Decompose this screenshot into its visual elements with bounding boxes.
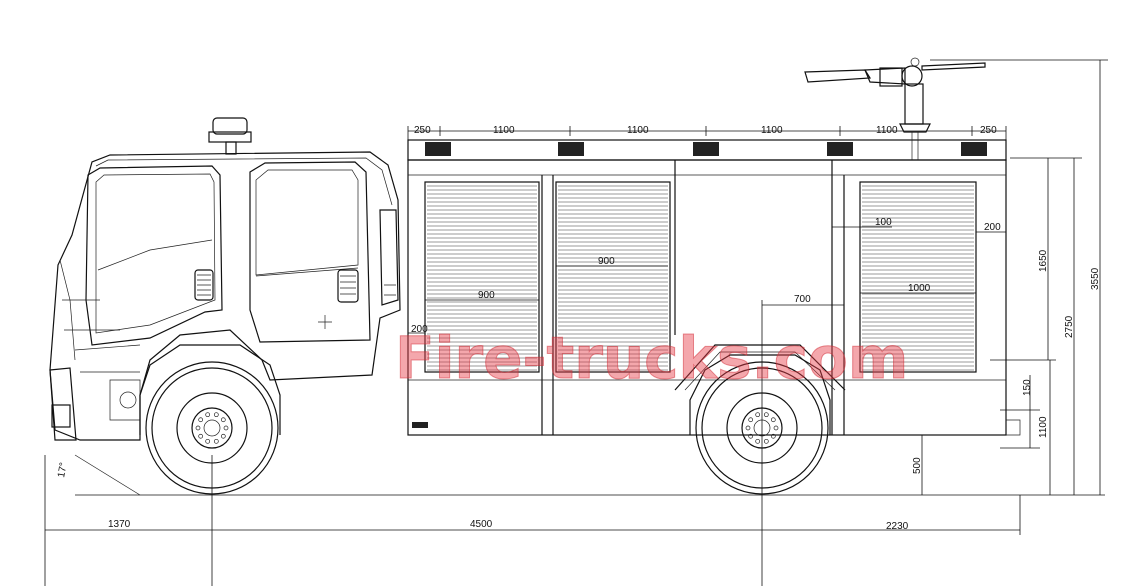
lug-nut	[748, 417, 754, 423]
marker-light	[558, 142, 584, 156]
lug-nut	[213, 412, 219, 418]
lug-nut	[763, 412, 769, 418]
dim-front-overhang: 1370	[108, 519, 131, 530]
lug-nut	[770, 433, 776, 439]
dim-shutter-1000: 1000	[908, 283, 931, 294]
dim-top-1100-a: 1100	[493, 125, 515, 136]
water-monitor	[804, 57, 986, 160]
marker-light	[425, 142, 451, 156]
marker-light	[961, 142, 987, 156]
lug-nut	[748, 433, 754, 439]
lug-nut	[220, 417, 226, 423]
dimension-lines	[44, 59, 1108, 586]
dim-top-250-right: 250	[980, 125, 997, 136]
dim-top-250-left: 250	[414, 125, 431, 136]
dim-step-1100: 1100	[1038, 416, 1049, 438]
marker-light	[693, 142, 719, 156]
dim-door-height: 1650	[1038, 249, 1049, 272]
roller-shutter-3	[859, 181, 977, 373]
dim-edge-200-left: 200	[411, 324, 428, 335]
watermark-text: Fire-trucks.com	[395, 324, 908, 392]
lug-nut	[773, 425, 779, 431]
dimension-labels: 250 1100 1100 1100 1100 250 1370 4500 22…	[56, 125, 1101, 532]
dim-offset-100: 100	[875, 217, 892, 228]
lug-nut	[745, 425, 751, 431]
dim-shutter-900-a: 900	[478, 290, 495, 301]
marker-light	[827, 142, 853, 156]
roller-shutter-2	[555, 181, 671, 373]
dim-shutter-900-b: 900	[598, 256, 615, 267]
dim-top-1100-b: 1100	[627, 125, 649, 136]
lug-nut	[755, 412, 761, 418]
front-door	[85, 165, 223, 346]
rear-door	[249, 161, 371, 343]
dim-body-height: 2750	[1064, 315, 1075, 338]
dim-rear-overhang: 2230	[886, 521, 909, 532]
lug-nut	[195, 425, 201, 431]
cab	[49, 117, 401, 441]
lug-nut	[223, 425, 229, 431]
lug-nut	[205, 412, 211, 418]
dim-approach-angle: 17°	[56, 462, 69, 479]
equipment-body	[139, 139, 1021, 436]
dim-overall-height: 3550	[1090, 267, 1101, 290]
dim-pump-700: 700	[794, 294, 811, 305]
lug-nut	[205, 438, 211, 444]
lug-nut	[198, 417, 204, 423]
dim-ground-500: 500	[912, 457, 923, 474]
lug-nut	[213, 438, 219, 444]
lug-nut	[198, 433, 204, 439]
dim-edge-200-right: 200	[984, 222, 1001, 233]
roller-shutter-1	[424, 181, 540, 373]
lug-nut	[755, 438, 761, 444]
dim-top-1100-c: 1100	[761, 125, 783, 136]
dim-step-150: 150	[1022, 379, 1033, 396]
dim-top-1100-d: 1100	[876, 125, 898, 136]
lug-nut	[763, 438, 769, 444]
beacon-light	[212, 117, 248, 135]
lug-nut	[220, 433, 226, 439]
dim-wheelbase: 4500	[470, 519, 493, 530]
lug-nut	[770, 417, 776, 423]
